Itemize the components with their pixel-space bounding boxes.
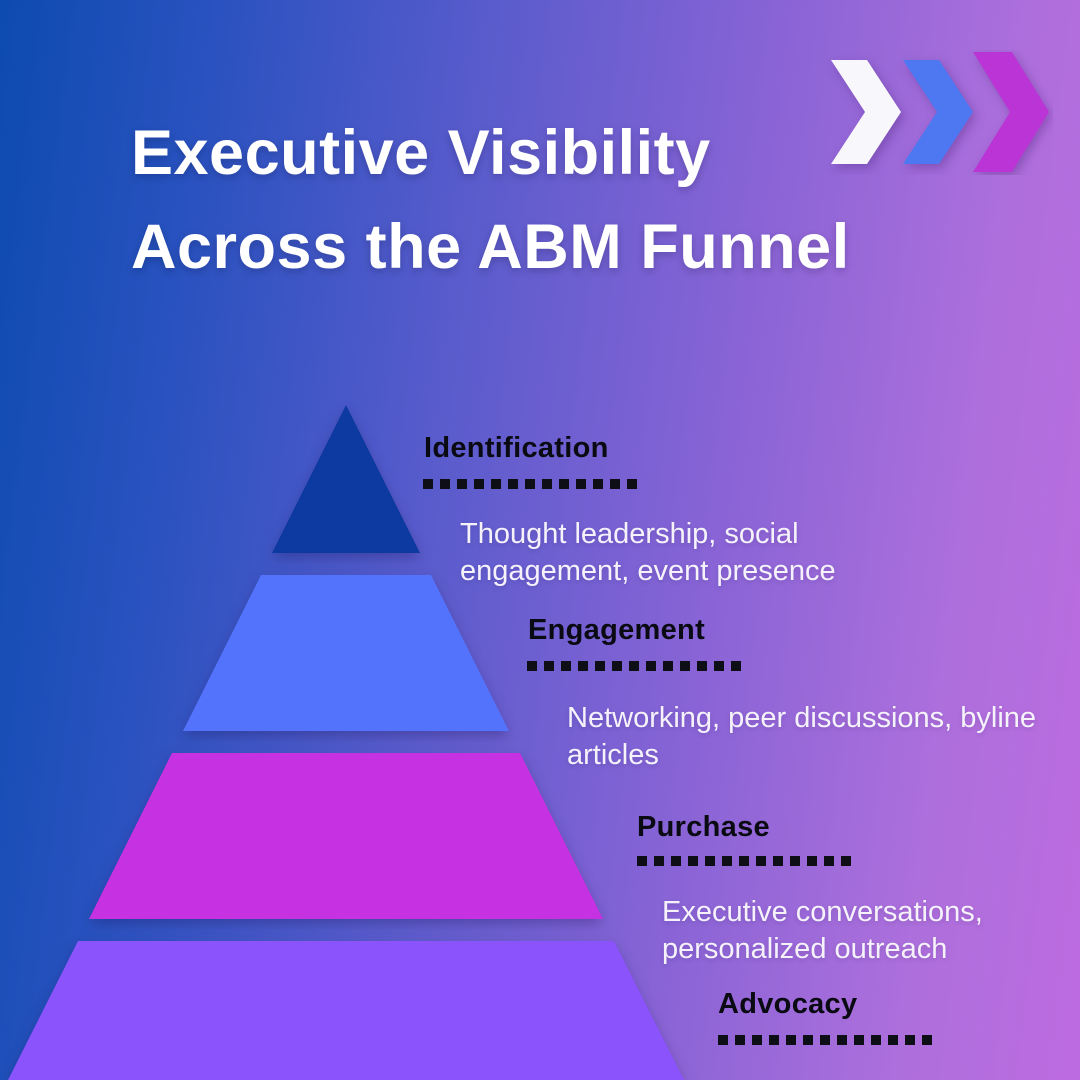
page-title: Executive Visibility Across the ABM Funn…: [131, 106, 850, 294]
dash-line-identification: [423, 479, 637, 489]
dash-line-engagement: [527, 661, 746, 671]
stage-description-purchase: Executive conversations, personalized ou…: [662, 896, 983, 965]
pyramid-band-engagement: [183, 575, 509, 731]
pyramid-band-purchase: [89, 753, 603, 919]
stage-label-engagement: Engagement: [528, 614, 706, 646]
pyramid-band-advocacy: [8, 941, 684, 1080]
pyramid-band-identification: [272, 405, 420, 553]
chevron-right-icon: [903, 60, 973, 164]
title-line-2: Across the ABM Funnel: [131, 212, 850, 282]
stage-label-advocacy: Advocacy: [718, 988, 858, 1020]
chevron-right-icon: [831, 60, 901, 164]
dash-line-purchase: [637, 856, 855, 866]
stage-label-identification: Identification: [424, 432, 609, 464]
dash-line-advocacy: [718, 1035, 938, 1045]
title-line-1: Executive Visibility: [131, 118, 711, 188]
stage-label-purchase: Purchase: [637, 811, 770, 843]
chevrons-decoration: [831, 52, 1049, 172]
stage-description-identification: Thought leadership, social engagement, e…: [460, 518, 836, 587]
chevron-right-icon: [973, 52, 1049, 172]
stage-description-engagement: Networking, peer discussions, byline art…: [567, 702, 1037, 771]
